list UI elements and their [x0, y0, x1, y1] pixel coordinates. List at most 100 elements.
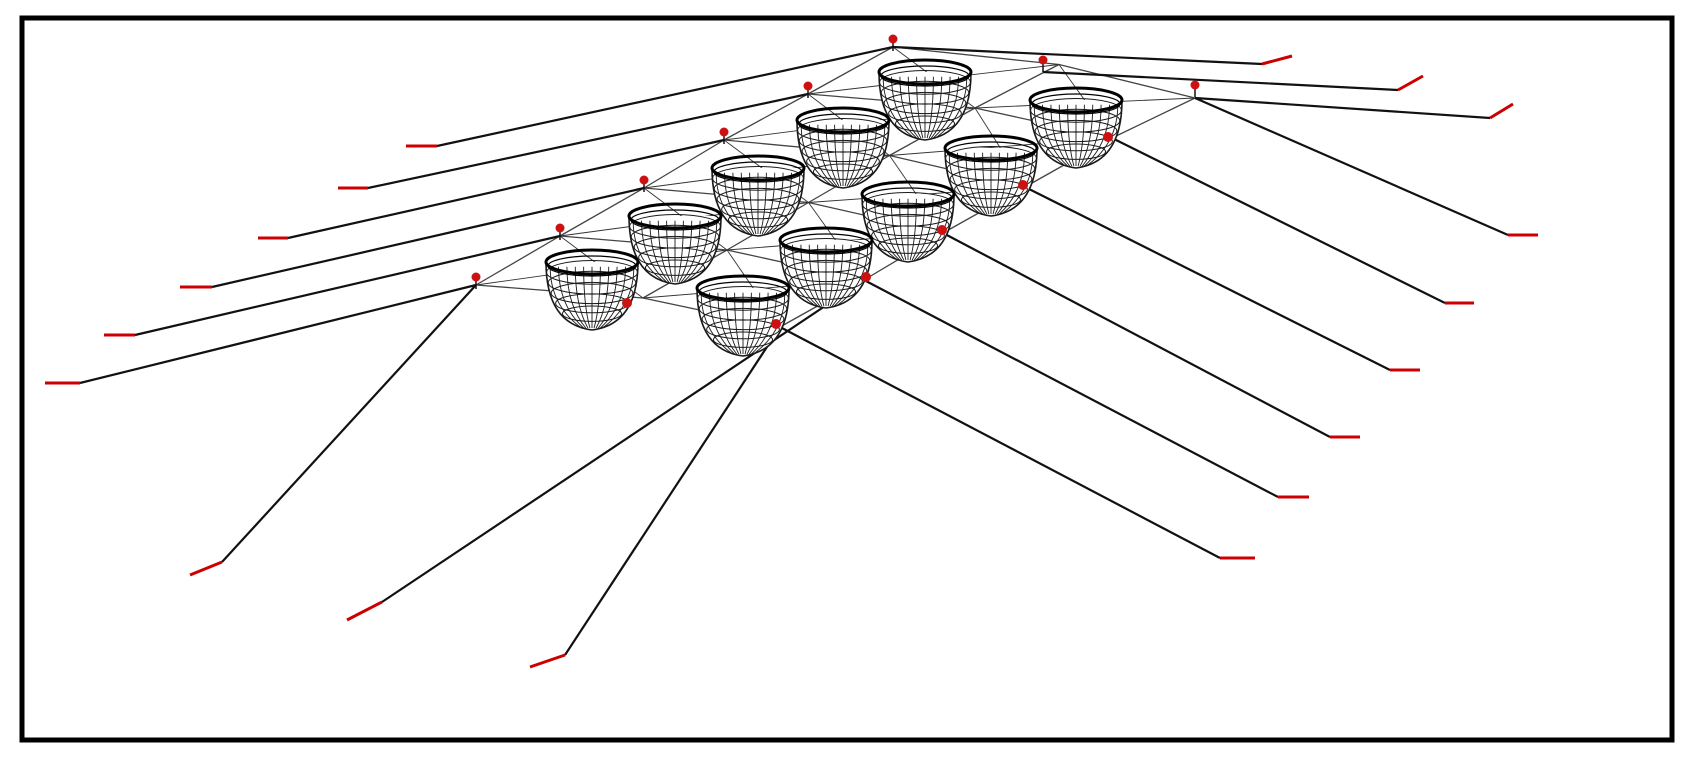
grid-buoy [555, 223, 565, 233]
cage-mesh-rib [751, 292, 777, 355]
cage-mesh-rib [709, 292, 735, 355]
cage-mesh-rib [933, 76, 959, 139]
cage-mesh-rib [600, 266, 626, 329]
net-cage [860, 180, 956, 263]
cage-mesh-rib [851, 124, 877, 187]
cage-mesh-rib [809, 124, 835, 187]
net-cage [710, 154, 806, 237]
anchor-chain [1261, 54, 1293, 66]
mooring-line [1194, 96, 1491, 120]
cage-mesh-rib [800, 124, 833, 187]
mooring-line [1042, 70, 1399, 92]
cage-mesh-rib [874, 198, 900, 261]
cage-mesh-rib [891, 76, 917, 139]
cage-mesh-rib [1084, 104, 1110, 167]
grid-rail [807, 46, 894, 95]
cage-mesh-rib [853, 124, 886, 187]
cage-rim [627, 202, 723, 230]
grid-buoy [719, 127, 729, 137]
cage-mesh-rib [641, 220, 667, 283]
cage-handrail [946, 141, 1036, 163]
anchor-chain [189, 560, 223, 577]
mooring-line [863, 279, 1279, 498]
cage-handrail [630, 209, 720, 231]
grid-buoy [471, 272, 481, 282]
grid-buoys [471, 34, 1200, 289]
mooring-line [79, 283, 477, 385]
net-cage [778, 226, 874, 309]
cage-mesh-rib [792, 244, 818, 307]
cage-mesh-rib [685, 220, 718, 283]
net-cage [544, 248, 640, 331]
cage-mesh-rib [632, 220, 665, 283]
mooring-line [221, 284, 477, 563]
net-cage [1028, 86, 1124, 169]
grid-rail [723, 93, 809, 141]
cage-handrail [547, 255, 637, 277]
grid-buoy [803, 81, 813, 91]
diagram-frame [19, 15, 1675, 743]
cage-handrail [698, 281, 788, 303]
cage-mesh-rib [700, 292, 733, 355]
cage-mesh-rib [683, 220, 709, 283]
grid-buoy [888, 34, 898, 44]
cage-mesh-rib [558, 266, 584, 329]
cage-rim [943, 134, 1039, 162]
cage-mesh-rib [916, 198, 942, 261]
mooring-line [942, 232, 1331, 438]
cage-marker [1103, 132, 1113, 142]
net-cage [695, 274, 791, 357]
cage-rim [695, 274, 791, 302]
cage-mesh-rib [836, 244, 869, 307]
cage-mesh-rib [948, 152, 981, 215]
grid-rail [559, 187, 645, 237]
cage-rim [860, 180, 956, 208]
mooring-line [287, 138, 725, 240]
mooring-line [436, 45, 894, 148]
cage-mesh-rib [766, 172, 792, 235]
grid-rail [1111, 97, 1196, 139]
cage-marker [1018, 180, 1028, 190]
mooring-line [211, 186, 645, 289]
mooring-line [892, 45, 1263, 66]
cage-marker [771, 319, 781, 329]
mooring-lines [45, 45, 1538, 669]
mooring-line [367, 92, 809, 190]
cage-mesh-rib [957, 152, 983, 215]
cage-mesh-rib [935, 76, 968, 139]
anchor-chain [529, 653, 566, 669]
cage-rim [778, 226, 874, 254]
cage-marker [622, 298, 632, 308]
cage-mesh-rib [865, 198, 898, 261]
mooring-line [779, 326, 1221, 559]
mooring-line [1111, 137, 1446, 304]
grid-buoy [1190, 80, 1200, 90]
net-cages [544, 58, 1124, 357]
cage-marker [937, 225, 947, 235]
grid-buoy [1038, 55, 1048, 65]
net-cage [795, 106, 891, 189]
mooring-line [134, 234, 561, 337]
net-cage [943, 134, 1039, 217]
cage-rim [1028, 86, 1124, 114]
cage-rim [544, 248, 640, 276]
mooring-line [381, 279, 865, 603]
cage-mesh-rib [549, 266, 582, 329]
cage-mesh-rib [768, 172, 801, 235]
cage-marker [861, 272, 871, 282]
cage-rim [877, 58, 973, 86]
grid-buoy [639, 175, 649, 185]
net-cage [877, 58, 973, 141]
net-cage [627, 202, 723, 285]
cage-handrail [863, 187, 953, 209]
cage-rim [710, 154, 806, 182]
anchor-chain [1489, 102, 1514, 120]
cage-handrail [781, 233, 871, 255]
cage-mesh-rib [999, 152, 1025, 215]
cage-mesh-rib [715, 172, 748, 235]
mooring-line [564, 326, 781, 656]
cage-handrail [1031, 93, 1121, 115]
cage-rim [795, 106, 891, 134]
anchor-chain [1397, 74, 1424, 92]
